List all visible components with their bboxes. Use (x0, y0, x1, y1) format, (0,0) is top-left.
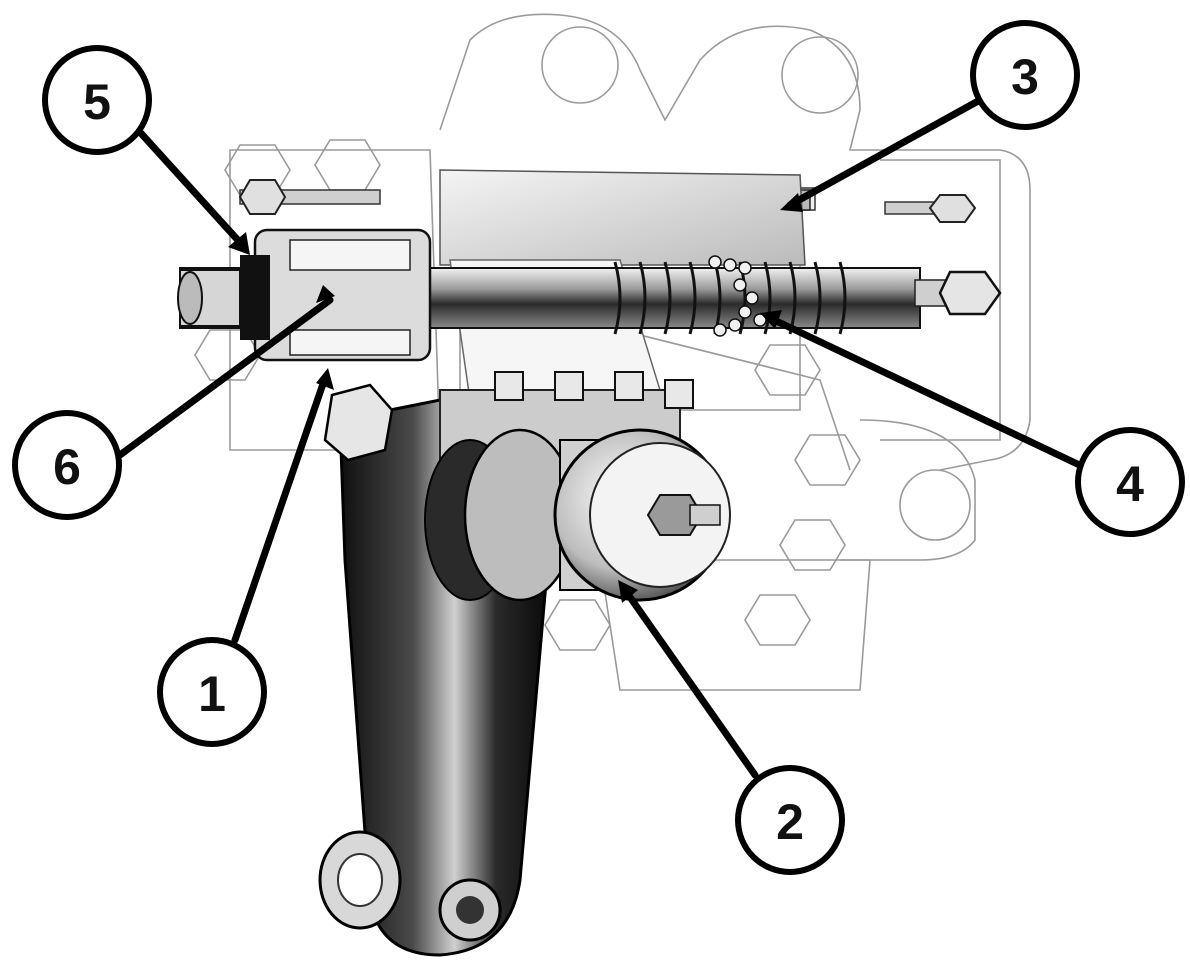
callout-label-6: 6 (53, 439, 81, 495)
callout-1: 1 (157, 637, 267, 747)
callout-arrowheads (228, 193, 803, 603)
callout-3: 3 (970, 20, 1080, 130)
callout-5: 5 (42, 45, 152, 155)
valve-spool-housing (240, 228, 432, 362)
callout-label-1: 1 (198, 666, 226, 722)
sector-shaft (424, 371, 731, 602)
callout-label-5: 5 (83, 74, 111, 130)
callout-leaders (116, 96, 1094, 779)
callout-label-4: 4 (1116, 456, 1144, 512)
callout-4: 4 (1075, 427, 1185, 537)
mounting-bolts (238, 179, 977, 223)
callout-label-3: 3 (1011, 49, 1039, 105)
callout-2: 2 (735, 765, 845, 875)
callout-6: 6 (12, 410, 122, 520)
recirculating-balls (708, 255, 767, 337)
callout-label-2: 2 (776, 794, 804, 850)
